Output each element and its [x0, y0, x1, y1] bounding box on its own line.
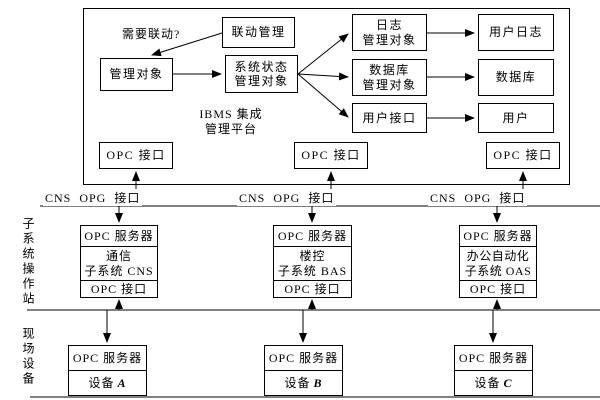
- opc-server-row: OPC 服务器: [268, 350, 339, 365]
- user-label: 用户: [502, 110, 530, 125]
- subsystem-name-cns: 通信 子系统 CNS: [81, 246, 157, 280]
- cns-line2: 子系统 CNS: [84, 263, 154, 278]
- device-label: 设备: [474, 375, 501, 390]
- arrows-group: [27, 29, 600, 398]
- log-mgr-line2: 管理对象: [362, 32, 417, 47]
- linkage-management-label: 联动管理: [231, 25, 286, 40]
- db-mgr-line1: 数据库: [369, 63, 410, 78]
- platform-title: IBMS 集成 管理平台: [183, 107, 279, 137]
- box-user-interface: 用户接口: [352, 103, 427, 133]
- layer-label-subsystem-station: 子系统操作站: [21, 217, 35, 307]
- subsystem-name-bas: 楼控 子系统 BAS: [274, 246, 351, 280]
- opc-server-row: OPC 服务器: [463, 228, 533, 243]
- need-linkage-question-label: 需要联动?: [122, 27, 181, 41]
- bas-line2: 子系统 BAS: [277, 263, 348, 278]
- box-opc-interface-2: OPC 接口: [294, 142, 368, 169]
- box-user: 用户: [478, 103, 554, 133]
- oas-line2: 子系统 OAS: [464, 263, 532, 278]
- bus-label-1: CNS OPG 接口: [43, 189, 143, 206]
- device-letter: A: [117, 375, 127, 390]
- device-box-b: OPC 服务器 设备 B: [264, 345, 343, 396]
- bus-label-3: CNS OPG 接口: [428, 189, 528, 206]
- box-user-log: 用户日志: [478, 14, 554, 51]
- box-system-status-management-object: 系统状态 管理对象: [225, 55, 298, 93]
- subsystem-box-cns: OPC 服务器 通信 子系统 CNS OPC 接口: [80, 225, 158, 298]
- management-object-label: 管理对象: [109, 67, 164, 82]
- user-interface-label: 用户接口: [362, 110, 417, 125]
- opc-server-row: OPC 服务器: [458, 350, 529, 365]
- opc-server-row: OPC 服务器: [84, 228, 154, 243]
- device-name-b: 设备 B: [265, 370, 342, 395]
- opc-interface-row: OPC 接口: [81, 280, 157, 297]
- box-linkage-management: 联动管理: [222, 17, 295, 48]
- user-log-label: 用户日志: [488, 25, 543, 40]
- system-status-line2: 管理对象: [234, 74, 289, 88]
- box-database: 数据库: [478, 59, 554, 96]
- opc-interface-3-label: OPC 接口: [493, 148, 553, 163]
- opc-server-row: OPC 服务器: [72, 350, 143, 365]
- log-mgr-line1: 日志: [375, 18, 403, 33]
- device-name-c: 设备 C: [455, 370, 532, 395]
- arrow-sysstatus-to-logmgr: [297, 33, 349, 75]
- box-management-object: 管理对象: [100, 58, 173, 91]
- box-log-management-object: 日志 管理对象: [352, 14, 427, 51]
- device-letter: B: [313, 375, 323, 390]
- opc-server-row: OPC 服务器: [277, 228, 348, 243]
- opc-interface-2-label: OPC 接口: [301, 148, 361, 163]
- database-label: 数据库: [495, 70, 537, 85]
- arrow-sysstatus-to-userif: [297, 73, 349, 118]
- box-database-management-object: 数据库 管理对象: [352, 59, 427, 96]
- device-label: 设备: [88, 375, 115, 390]
- opc-interface-1-label: OPC 接口: [106, 148, 166, 163]
- opc-interface-row: OPC 接口: [274, 280, 351, 297]
- cns-line1: 通信: [105, 249, 132, 264]
- arrow-linkage-to-mgmtobj: [151, 32, 223, 57]
- subsystem-box-bas: OPC 服务器 楼控 子系统 BAS OPC 接口: [273, 225, 352, 298]
- oas-line1: 办公自动化: [466, 249, 530, 264]
- layer-label-field-devices: 现场设备: [21, 327, 35, 387]
- device-box-c: OPC 服务器 设备 C: [454, 345, 533, 396]
- platform-title-line2: 管理平台: [204, 122, 257, 136]
- opc-interface-row: OPC 接口: [460, 280, 536, 297]
- device-box-a: OPC 服务器 设备 A: [68, 345, 147, 396]
- platform-title-line1: IBMS 集成: [199, 107, 263, 121]
- arrow-sysstatus-to-dbmgr: [297, 72, 349, 81]
- box-opc-interface-1: OPC 接口: [99, 142, 173, 169]
- device-label: 设备: [284, 375, 311, 390]
- ibms-platform-box: [83, 8, 570, 185]
- subsystem-box-oas: OPC 服务器 办公自动化 子系统 OAS OPC 接口: [459, 225, 537, 298]
- device-letter: C: [503, 375, 513, 390]
- bas-line1: 楼控: [299, 249, 326, 264]
- bus-label-2: CNS OPG 接口: [237, 189, 337, 206]
- box-opc-interface-3: OPC 接口: [486, 142, 560, 169]
- subsystem-name-oas: 办公自动化 子系统 OAS: [460, 246, 536, 280]
- system-status-line1: 系统状态: [234, 59, 289, 74]
- device-name-a: 设备 A: [69, 370, 146, 395]
- db-mgr-line2: 管理对象: [362, 77, 417, 92]
